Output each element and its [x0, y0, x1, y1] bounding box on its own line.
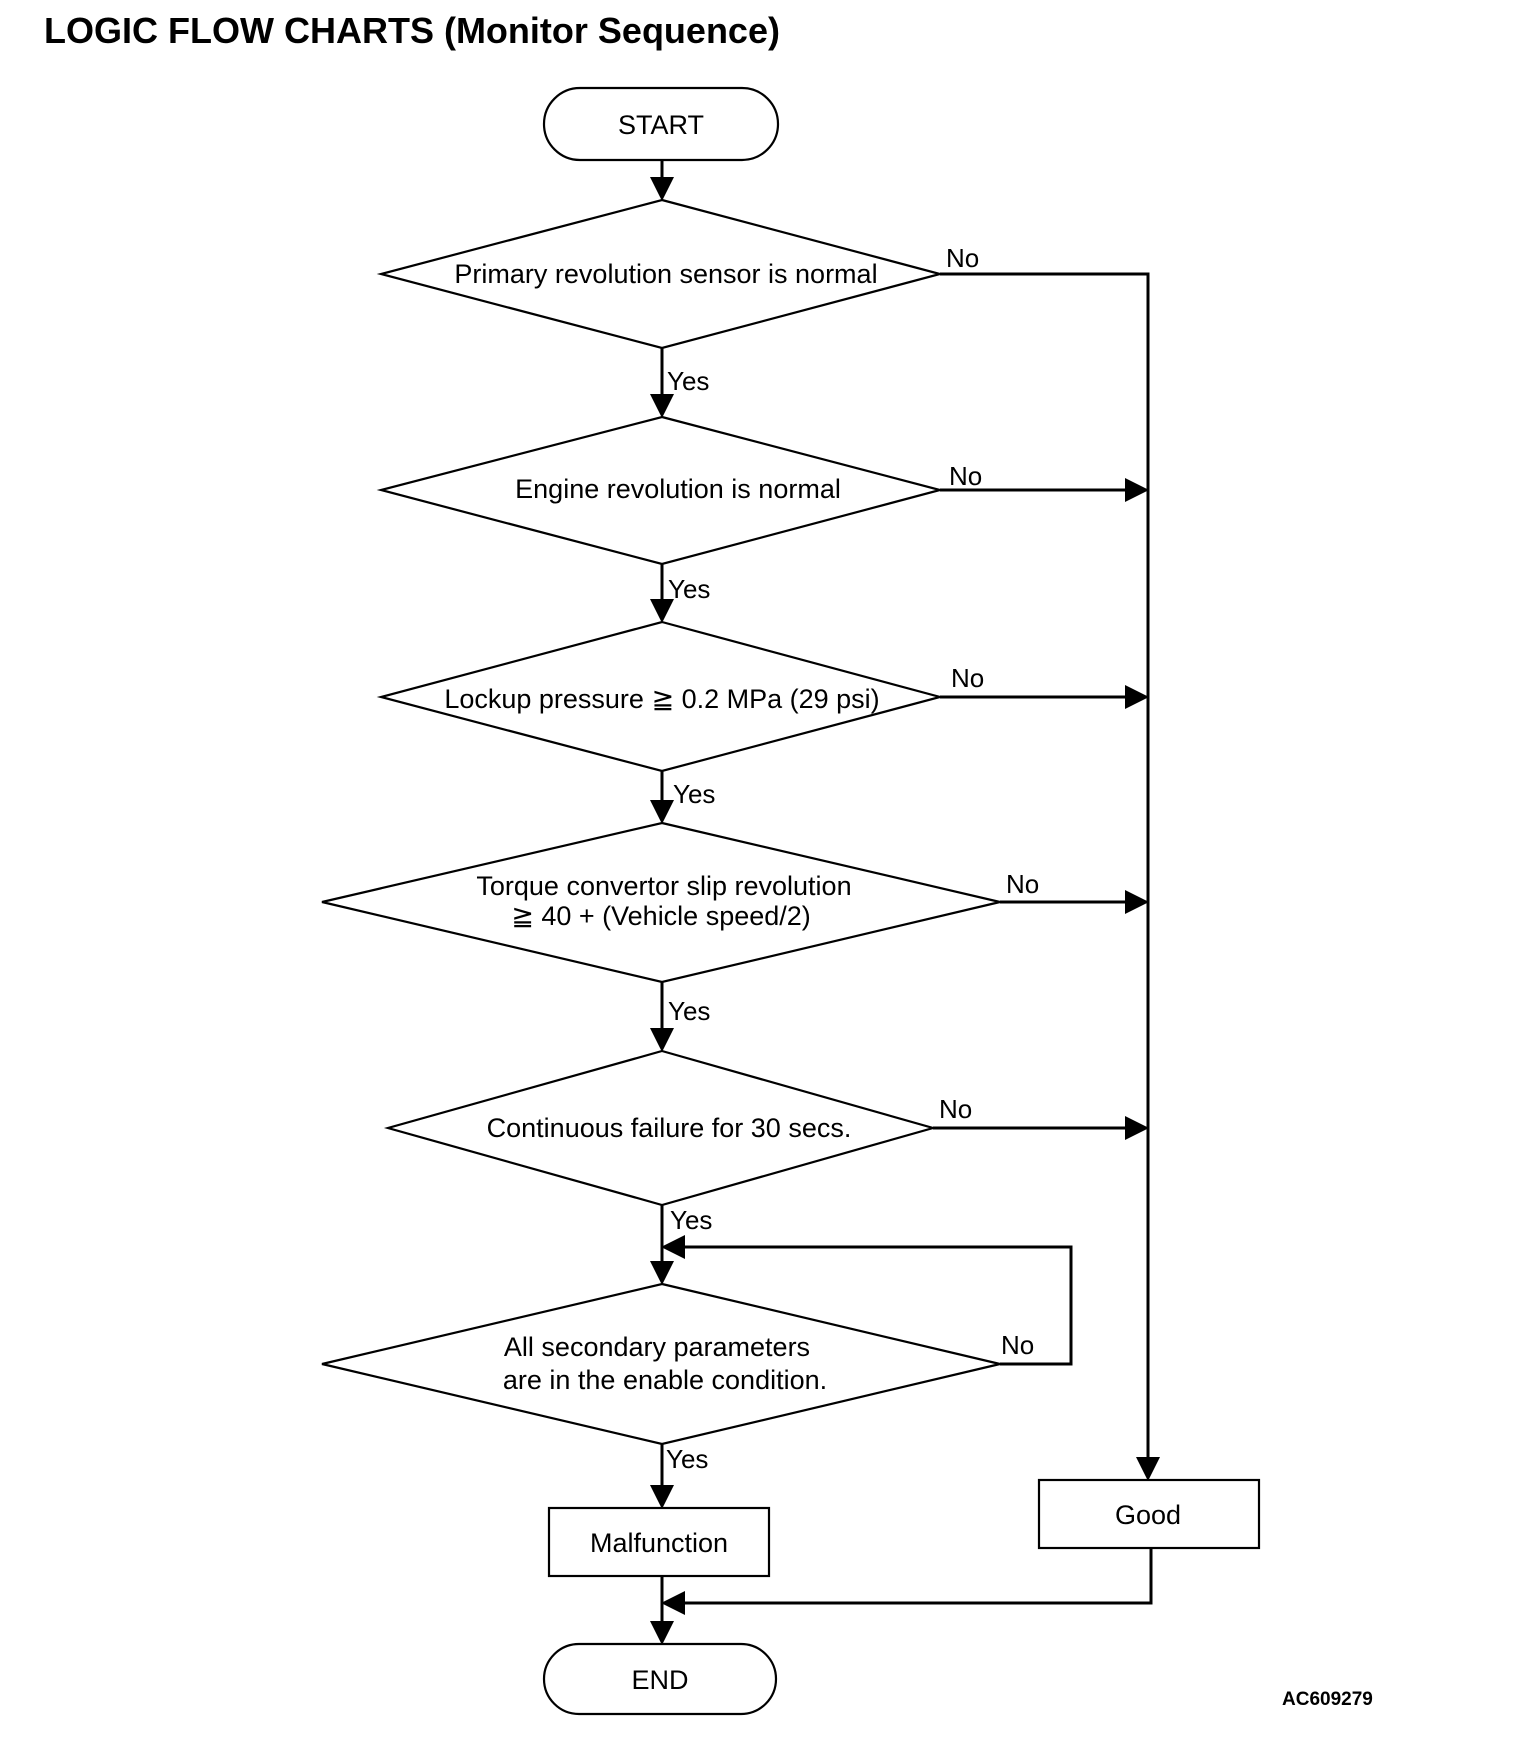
no-label-d3: No	[951, 663, 984, 693]
start-label: START	[618, 110, 704, 140]
decision-engine-revolution-label: Engine revolution is normal	[515, 474, 841, 504]
yes-label-d3: Yes	[673, 779, 715, 809]
decision-continuous-failure-label: Continuous failure for 30 secs.	[487, 1113, 852, 1143]
decision-secondary-parameters-label-line1: All secondary parameters	[504, 1332, 810, 1362]
no-label-d2: No	[949, 461, 982, 491]
decision-secondary-parameters-label-line2: are in the enable condition.	[503, 1365, 827, 1395]
decision-torque-convertor-slip-label-line1: Torque convertor slip revolution	[476, 871, 851, 901]
decision-torque-convertor-slip-label-line2: ≧ 40 + (Vehicle speed/2)	[511, 901, 811, 931]
no-label-d4: No	[1006, 869, 1039, 899]
decision-lockup-pressure-label: Lockup pressure ≧ 0.2 MPa (29 psi)	[444, 684, 879, 714]
yes-label-d6: Yes	[666, 1444, 708, 1474]
decision-primary-revolution-sensor-label: Primary revolution sensor is normal	[454, 259, 877, 289]
malfunction-label: Malfunction	[590, 1528, 728, 1558]
arrow-d1-no-trunk	[940, 272, 1160, 1481]
decision-secondary-parameters	[321, 1282, 1001, 1446]
yes-label-d5: Yes	[670, 1205, 712, 1235]
no-label-d5: No	[939, 1094, 972, 1124]
figure-id: AC609279	[1282, 1689, 1373, 1710]
yes-label-d1: Yes	[667, 366, 709, 396]
good-label: Good	[1115, 1500, 1181, 1530]
no-label-d1: No	[946, 243, 979, 273]
page-title: LOGIC FLOW CHARTS (Monitor Sequence)	[44, 10, 780, 51]
yes-label-d2: Yes	[668, 574, 710, 604]
arrow-d6-no-loop	[661, 1235, 1073, 1366]
end-label: END	[631, 1665, 688, 1695]
good-box	[1037, 1478, 1261, 1550]
no-label-d6: No	[1001, 1330, 1034, 1360]
arrow-good-to-end	[661, 1548, 1153, 1615]
yes-label-d4: Yes	[668, 996, 710, 1026]
